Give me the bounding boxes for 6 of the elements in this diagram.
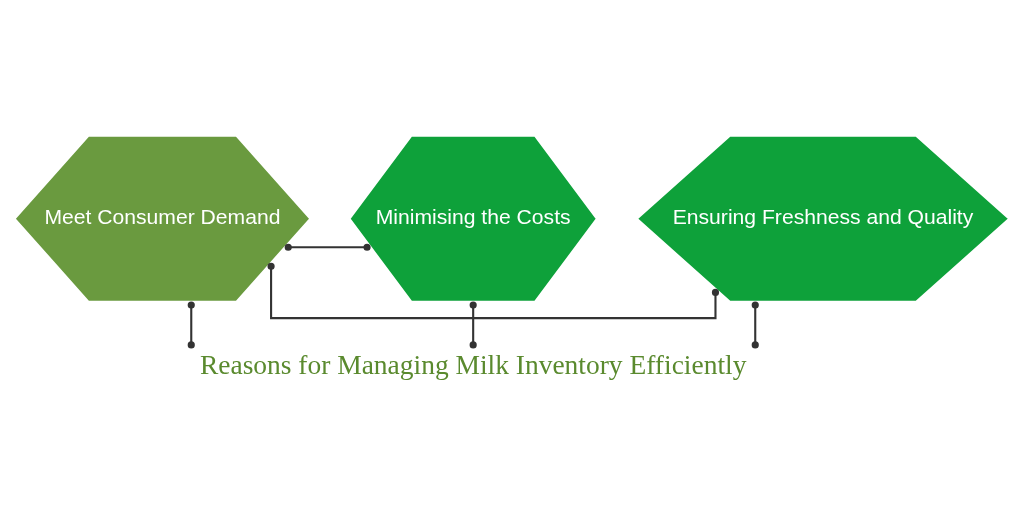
node-text: Reasons for Managing Milk Inventory Efficiently — [199, 349, 747, 380]
connector — [469, 300, 477, 349]
connector — [267, 262, 720, 319]
connector — [751, 300, 759, 349]
connector — [284, 243, 371, 251]
connector — [187, 300, 195, 349]
